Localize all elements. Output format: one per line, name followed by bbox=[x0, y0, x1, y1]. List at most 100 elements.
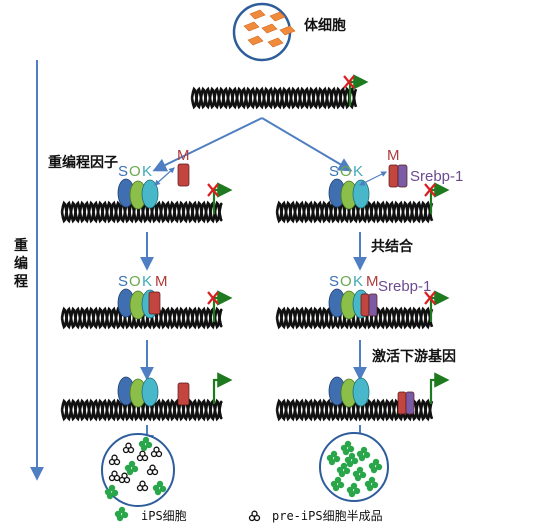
activate-downstream-label: 激活下游基因 bbox=[372, 348, 456, 365]
pre-ips-cell bbox=[150, 446, 163, 458]
srebp-label: Srebp-1 bbox=[378, 278, 431, 295]
dna-strand bbox=[275, 306, 434, 330]
pre-ips-cell bbox=[248, 510, 261, 522]
m-protein bbox=[177, 382, 190, 406]
legend-ips-label: iPS细胞 bbox=[141, 509, 187, 523]
s-factor-label: S bbox=[118, 163, 128, 180]
co-binding-label: 共结合 bbox=[371, 238, 414, 255]
gene-silenced-left-1 bbox=[207, 182, 233, 214]
ips-cell bbox=[326, 450, 341, 466]
ips-cell-population bbox=[326, 440, 383, 498]
s-factor-label: S bbox=[329, 273, 339, 290]
mixed-cell-population bbox=[104, 436, 167, 500]
dna-strand bbox=[190, 86, 358, 110]
srebp-protein bbox=[397, 164, 408, 188]
dna-strand bbox=[275, 200, 434, 224]
gene-silenced-left-2 bbox=[207, 290, 233, 322]
ips-cell bbox=[352, 466, 367, 482]
result-cell-right bbox=[319, 432, 389, 502]
k-factor-label: K bbox=[142, 163, 152, 180]
pre-ips-cell bbox=[146, 464, 159, 476]
somatic-chip bbox=[261, 23, 278, 34]
dna-strand bbox=[60, 306, 223, 330]
result-cell-left bbox=[101, 433, 175, 507]
proteins-left-3 bbox=[117, 376, 190, 408]
pre-ips-cell bbox=[108, 454, 121, 466]
somatic-cell-label: 体细胞 bbox=[304, 17, 346, 34]
dna-strand bbox=[275, 200, 434, 224]
m-protein bbox=[397, 391, 407, 415]
cross-mark bbox=[207, 291, 219, 305]
somatic-cell bbox=[232, 2, 296, 62]
somatic-cell-chips bbox=[243, 9, 296, 48]
pre-ips-cell-icon bbox=[248, 510, 261, 522]
m-protein bbox=[388, 164, 399, 188]
somatic-chip bbox=[243, 21, 260, 32]
gene-silenced-right-2 bbox=[424, 290, 450, 322]
interaction-arrow-right bbox=[358, 171, 388, 186]
ips-cell bbox=[152, 480, 167, 496]
gene-silenced-top bbox=[343, 74, 369, 106]
pre-ips-cell bbox=[108, 470, 121, 482]
k-factor-label: K bbox=[353, 273, 363, 290]
dna-strand bbox=[60, 200, 223, 224]
somatic-chip bbox=[269, 11, 286, 22]
dna-right-1 bbox=[275, 200, 434, 224]
cross-mark bbox=[343, 75, 355, 89]
o-factor-label: O bbox=[129, 273, 141, 290]
srebp-label: Srebp-1 bbox=[410, 168, 463, 185]
somatic-chip bbox=[267, 37, 284, 48]
ips-cell bbox=[114, 506, 129, 522]
dna-strand bbox=[60, 398, 223, 422]
dna-top bbox=[190, 86, 358, 110]
ips-cell-icon bbox=[114, 506, 129, 522]
ips-cell bbox=[340, 440, 355, 456]
m-factor-label: M bbox=[155, 273, 168, 290]
pre-ips-cell bbox=[118, 472, 131, 484]
branch-arrow-left bbox=[152, 117, 263, 172]
k-factor-label: K bbox=[353, 163, 363, 180]
gene-active-left-3 bbox=[212, 372, 233, 404]
branch-arrow-right bbox=[261, 117, 353, 172]
ips-cell bbox=[124, 460, 139, 476]
legend: iPS细胞 pre-iPS细胞半成品 bbox=[114, 506, 383, 523]
m-srebp-right-1: M Srebp-1 bbox=[387, 147, 463, 188]
promoter-arrow bbox=[212, 372, 233, 404]
cross-mark bbox=[207, 183, 219, 197]
somatic-chip bbox=[249, 9, 266, 20]
ips-cell bbox=[336, 462, 351, 478]
reprogramming-axis-label: 重编程 bbox=[14, 237, 28, 290]
m-factor-label: M bbox=[366, 273, 379, 290]
ips-cell bbox=[364, 476, 379, 492]
dna-strand bbox=[275, 398, 434, 422]
legend-pre-ips-label: pre-iPS细胞半成品 bbox=[272, 509, 383, 523]
m-factor-left-1: M bbox=[177, 147, 190, 187]
k-protein bbox=[352, 377, 370, 407]
ips-cell bbox=[356, 446, 371, 462]
gene-active-right-3 bbox=[429, 372, 450, 404]
o-factor-label: O bbox=[340, 273, 352, 290]
ips-cell bbox=[346, 482, 361, 498]
promoter-arrow bbox=[429, 372, 450, 404]
m-protein bbox=[360, 293, 370, 317]
cross-mark bbox=[424, 183, 436, 197]
ips-cell bbox=[330, 476, 345, 492]
proteins-right-3 bbox=[328, 376, 415, 415]
pre-ips-cell bbox=[122, 442, 135, 454]
srebp-protein bbox=[368, 293, 378, 317]
reprogramming-factors-label: 重编程因子 bbox=[48, 154, 118, 171]
m-factor-label: M bbox=[387, 147, 400, 164]
interaction-arrow-left bbox=[154, 167, 175, 186]
s-factor-label: S bbox=[329, 163, 339, 180]
s-factor-label: S bbox=[118, 273, 128, 290]
pre-ips-cell bbox=[136, 450, 149, 462]
o-factor-label: O bbox=[129, 163, 141, 180]
ips-cell bbox=[368, 458, 383, 474]
ips-cell bbox=[104, 484, 119, 500]
pre-ips-cell bbox=[136, 480, 149, 492]
